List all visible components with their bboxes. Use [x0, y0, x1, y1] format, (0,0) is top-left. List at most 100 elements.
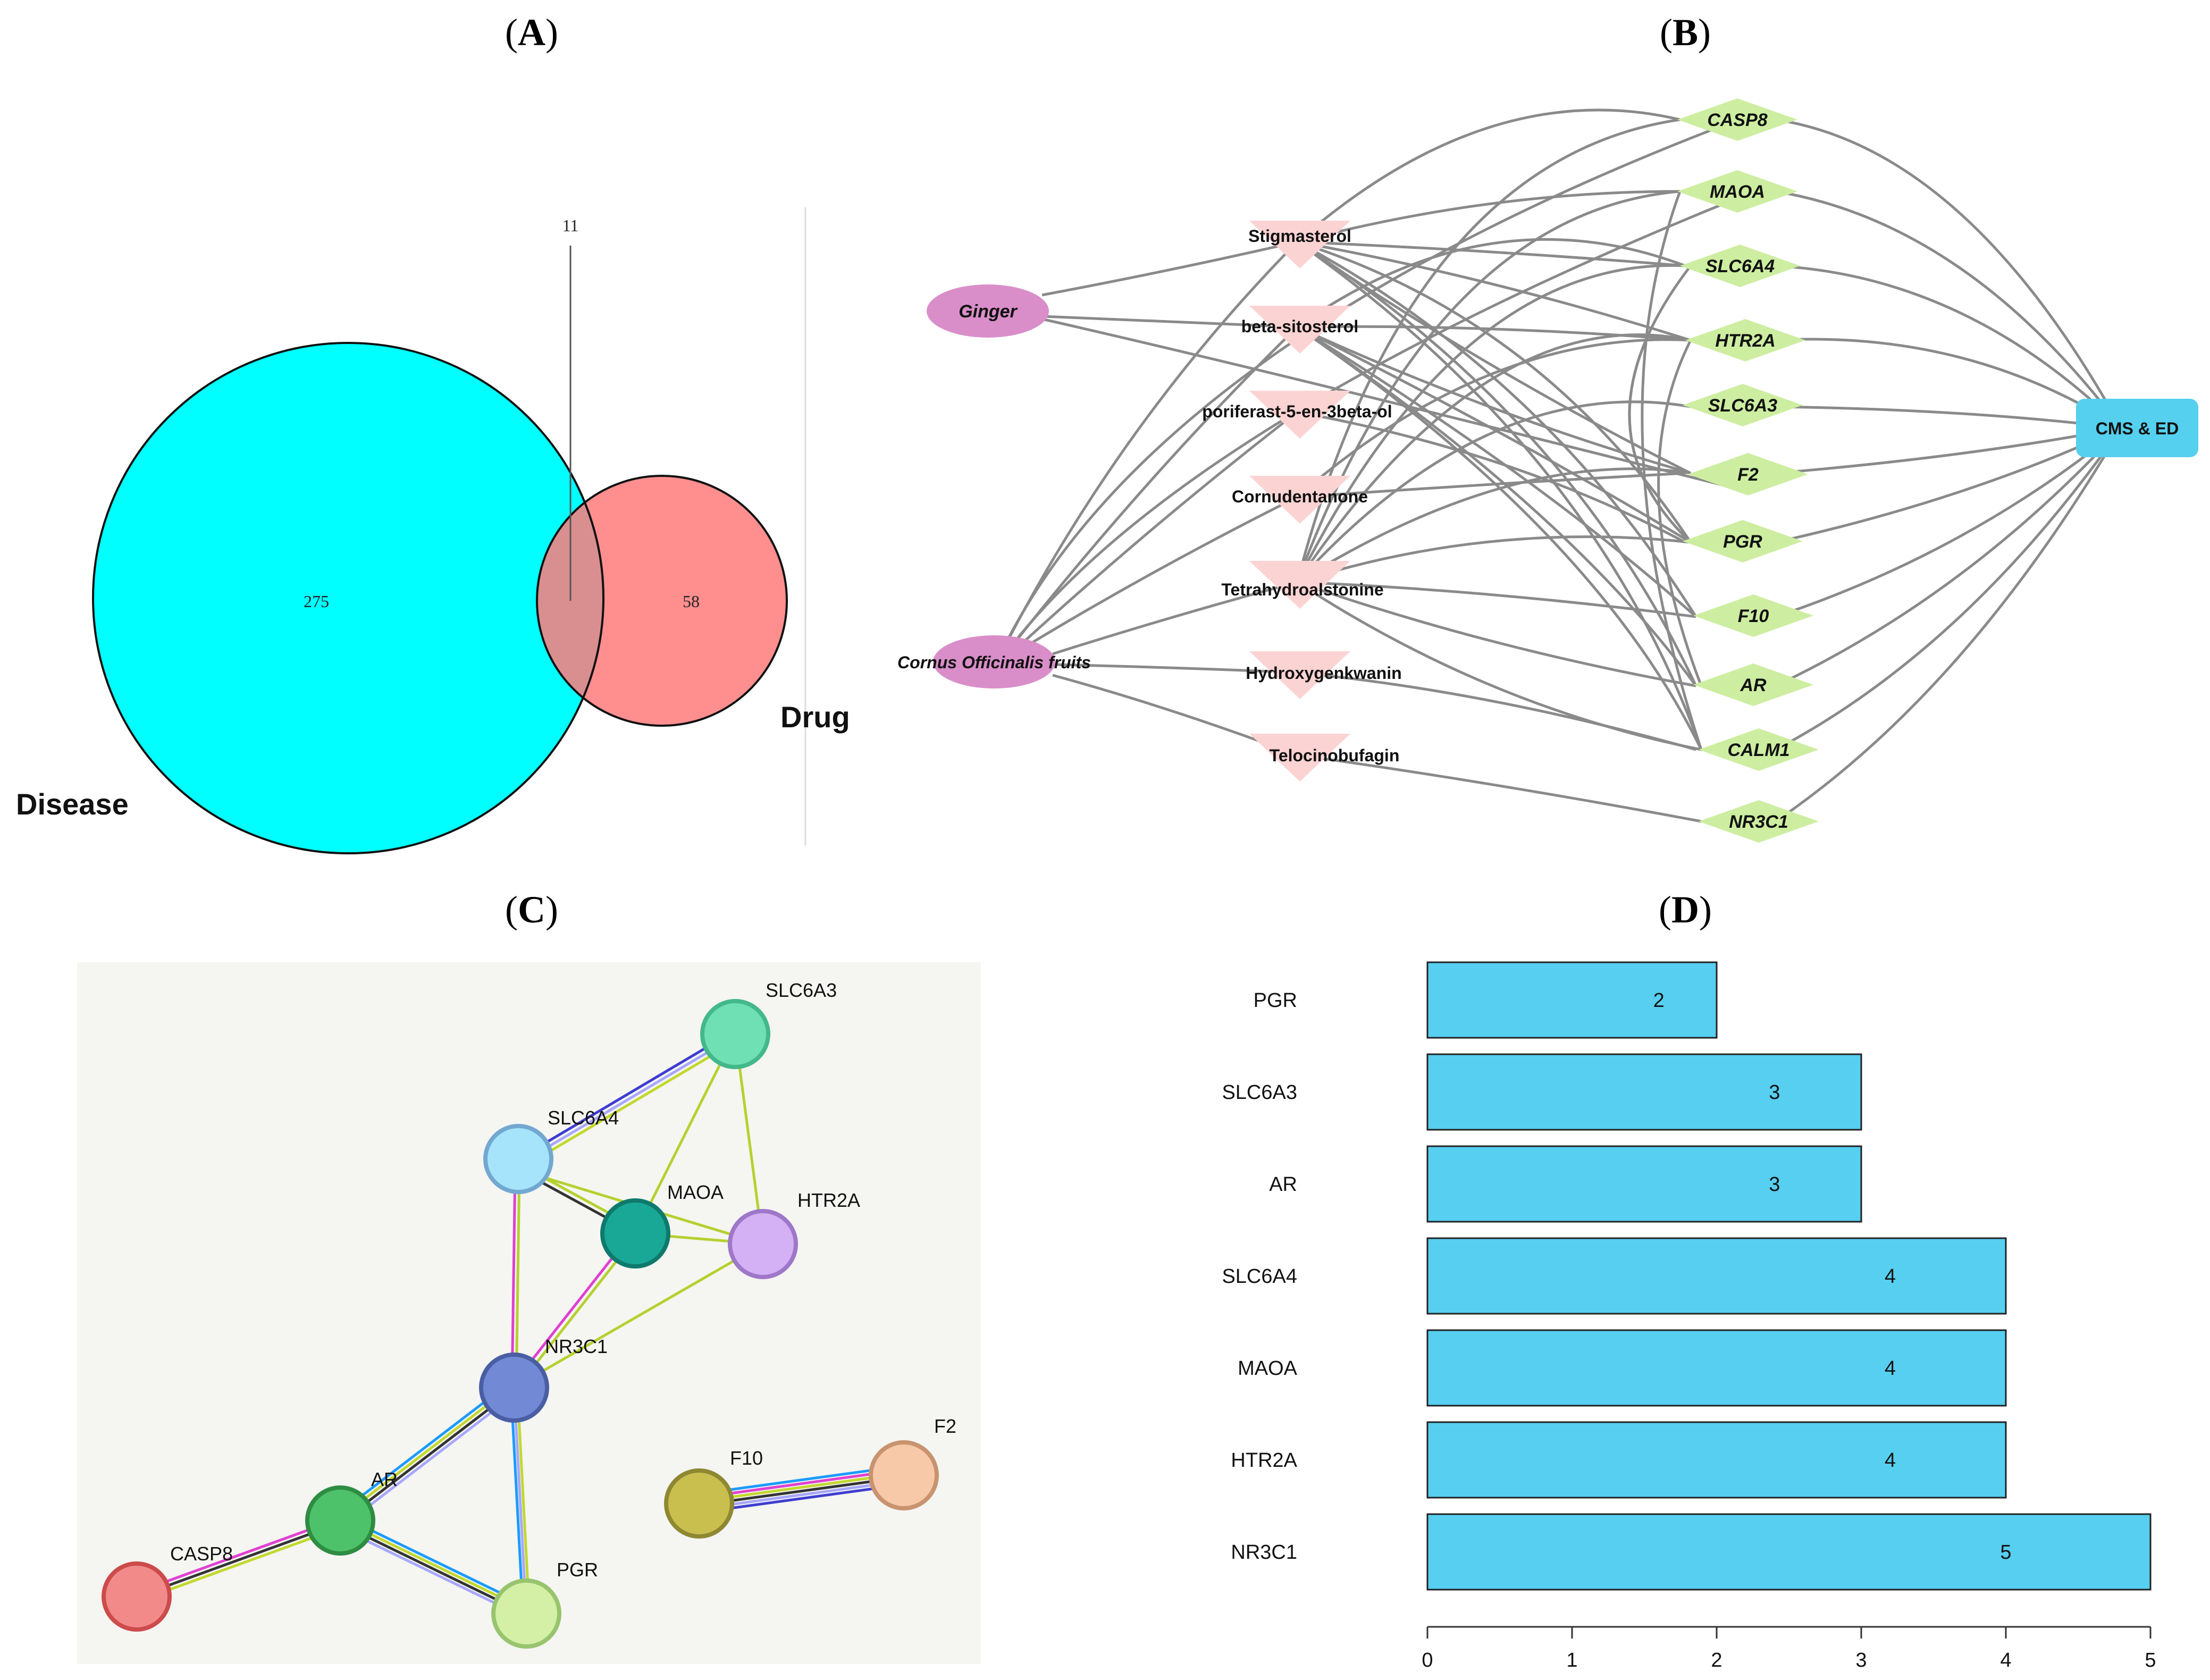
ppi-edge: [343, 1392, 518, 1526]
edge: [1775, 190, 2122, 429]
target-diamond[interactable]: [1688, 453, 1808, 495]
edge: [1296, 118, 1680, 583]
intersection-count: 11: [562, 216, 579, 235]
herb-node-cornus[interactable]: [933, 635, 1055, 688]
ppi-edge: [341, 1389, 515, 1523]
edge: [1775, 426, 2122, 544]
edge: [1297, 410, 1686, 544]
bar: [1426, 1421, 2007, 1499]
edge: [1296, 333, 1691, 583]
ppi-label: SLC6A3: [766, 979, 837, 1001]
edge: [1297, 240, 1691, 342]
disease-node[interactable]: [2076, 399, 2198, 457]
target-label: SLC6A4: [1705, 256, 1775, 276]
ppi-edge: [338, 1385, 512, 1519]
ppi-edge: [516, 1387, 531, 1606]
ppi-node-pgr[interactable]: [491, 1578, 561, 1649]
target-diamond[interactable]: [1685, 319, 1805, 362]
target-diamond[interactable]: [1693, 594, 1813, 637]
edge: [1297, 581, 1696, 618]
target-diamond[interactable]: [1680, 245, 1800, 287]
ppi-node-f2[interactable]: [869, 1440, 939, 1510]
ppi-edge: [136, 1517, 341, 1594]
bar-value-label: 2: [1653, 989, 1665, 1012]
panel-a-label: (A): [505, 11, 558, 54]
drug-set-label: Drug: [780, 700, 850, 734]
ppi-edge: [509, 1387, 524, 1606]
network-edges: [995, 108, 2123, 823]
herb-label-cornus: Cornus Officinalis fruits: [897, 653, 1091, 672]
ppi-edge: [699, 1468, 902, 1499]
edge: [1297, 535, 1691, 584]
ppi-node-ar[interactable]: [305, 1485, 375, 1556]
edge: [1004, 411, 1298, 660]
edge: [1297, 671, 1696, 751]
compound-labels: Stigmasterol beta-sitosterol poriferast-…: [1202, 226, 1401, 765]
ppi-label: HTR2A: [797, 1189, 860, 1211]
venn-overlap-outline: [537, 476, 604, 726]
edge: [1297, 240, 1686, 267]
target-diamond[interactable]: [1677, 170, 1797, 213]
category-label: AR: [1269, 1173, 1297, 1196]
compound-label: beta-sitosterol: [1241, 317, 1358, 336]
target-label: F10: [1738, 606, 1769, 626]
target-label: PGR: [1723, 532, 1762, 552]
ppi-node-f10[interactable]: [664, 1468, 734, 1539]
ppi-node-slc6a3[interactable]: [700, 999, 770, 1069]
bar: [1426, 1513, 2152, 1591]
edge: [1296, 240, 1703, 750]
ppi-background: [77, 962, 981, 1664]
x-tick-label: 4: [2000, 1649, 2011, 1671]
ppi-labels: SLC6A3 SLC6A4 MAOA HTR2A NR3C1 AR CASP8 …: [170, 979, 956, 1581]
target-diamond[interactable]: [1677, 98, 1797, 141]
ppi-node-slc6a4[interactable]: [483, 1124, 553, 1194]
category-label: SLC6A3: [1222, 1081, 1297, 1104]
target-diamond[interactable]: [1699, 800, 1819, 843]
ppi-edge: [699, 1465, 902, 1496]
ppi-edge: [515, 1169, 521, 1388]
edge: [1775, 405, 2122, 430]
compound-label: Stigmasterol: [1248, 226, 1351, 246]
ppi-node-nr3c1[interactable]: [479, 1353, 549, 1423]
target-labels: CASP8 MAOA SLC6A4 HTR2A SLC6A3 F2 PGR F1…: [1705, 110, 1790, 832]
edge: [1657, 339, 1703, 686]
edge: [1052, 581, 1298, 656]
ppi-edge: [335, 1382, 510, 1516]
ppi-node-casp8[interactable]: [102, 1561, 172, 1632]
edge: [1628, 265, 1692, 543]
target-diamond[interactable]: [1699, 728, 1819, 771]
target-label: CASP8: [1707, 110, 1767, 130]
x-tick-label: 0: [1422, 1649, 1433, 1671]
bar-value-label: 4: [1885, 1449, 1896, 1472]
bar-value-label: 4: [1885, 1265, 1896, 1288]
ppi-node-htr2a[interactable]: [728, 1209, 798, 1279]
ppi-edge: [519, 1034, 737, 1165]
edge: [1041, 315, 1298, 329]
ppi-edge: [634, 1033, 737, 1234]
edge: [1775, 264, 2122, 429]
target-diamond[interactable]: [1683, 520, 1803, 562]
edge: [1297, 581, 1696, 687]
edge: [998, 190, 1755, 663]
herb-node-ginger[interactable]: [927, 284, 1049, 338]
target-diamond[interactable]: [1683, 384, 1803, 426]
target-label: CALM1: [1727, 740, 1789, 760]
target-diamond[interactable]: [1693, 663, 1813, 706]
panel-d-letter: D: [1671, 888, 1699, 931]
ppi-node-maoa[interactable]: [600, 1198, 670, 1269]
category-label: HTR2A: [1231, 1449, 1297, 1472]
edge: [1296, 400, 1691, 583]
compound-marker: [1249, 734, 1350, 782]
compound-marker: [1249, 391, 1350, 439]
bar-value-label: 3: [1769, 1173, 1780, 1196]
compound-label: Hydroxygenkwanin: [1246, 663, 1401, 683]
edge: [1775, 338, 2122, 430]
compound-marker: [1249, 306, 1350, 354]
compound-marker: [1249, 561, 1350, 609]
bar-value-label: 5: [2000, 1541, 2011, 1564]
edge: [1296, 325, 1703, 751]
target-label: MAOA: [1710, 182, 1765, 202]
bar-value-label: 4: [1885, 1357, 1896, 1380]
